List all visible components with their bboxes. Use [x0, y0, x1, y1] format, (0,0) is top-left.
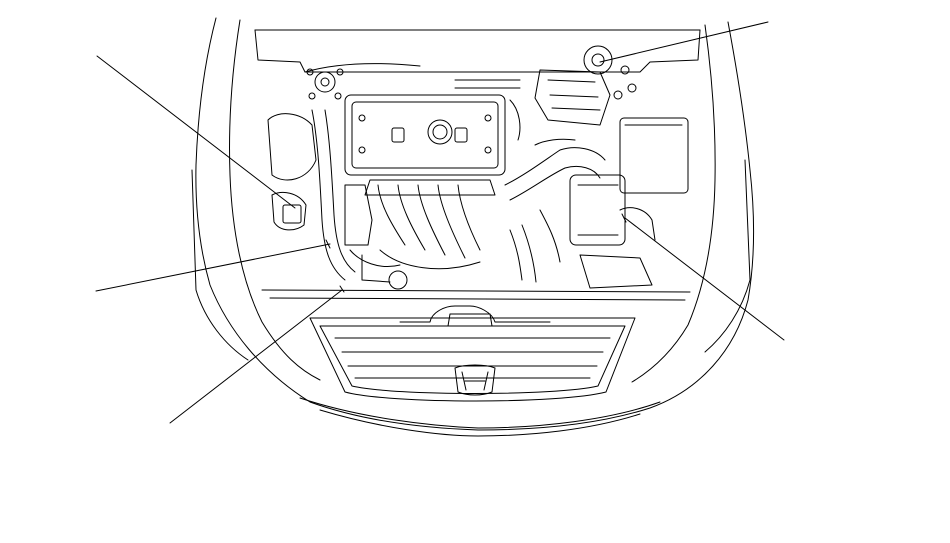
callout-line-mid-left [95, 243, 331, 292]
front-grille [309, 305, 636, 402]
callout-line-lower-left [169, 289, 343, 424]
callout-line-upper-left [96, 55, 296, 209]
callout-line-upper-right [599, 21, 769, 63]
callout-line-lower-right [624, 217, 785, 341]
callout-lines [95, 21, 785, 424]
car-body-outline [191, 17, 755, 437]
honda-h-emblem-icon [454, 364, 496, 396]
engine-bay [261, 45, 691, 301]
